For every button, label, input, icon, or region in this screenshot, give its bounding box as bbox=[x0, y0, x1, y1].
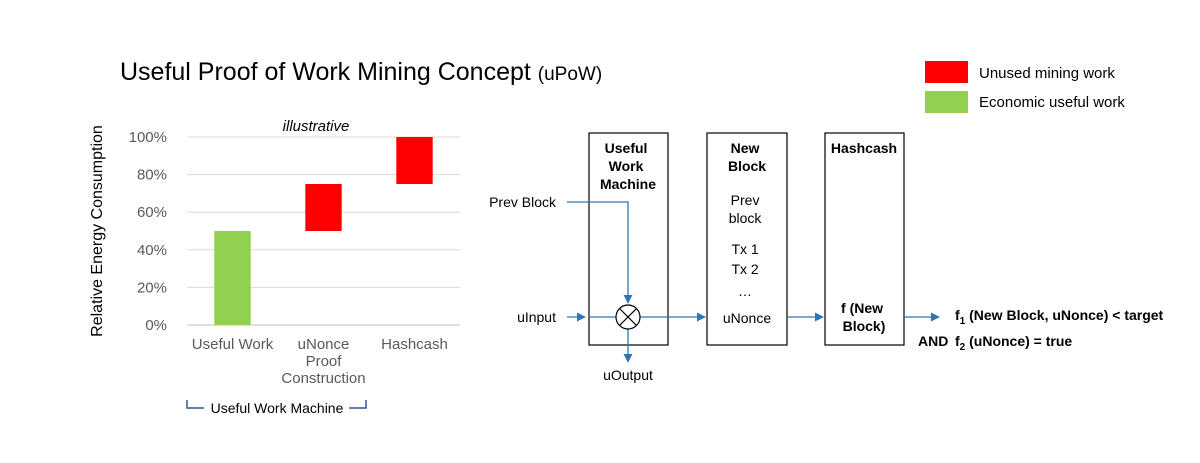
page-title: Useful Proof of Work Mining Concept (uPo… bbox=[120, 58, 602, 87]
hashcash-box bbox=[824, 132, 905, 346]
box1-line2: Work bbox=[609, 158, 644, 174]
cond2-and: AND bbox=[918, 333, 948, 349]
x-category-label: Useful Work bbox=[192, 336, 274, 353]
hashcash-function: f (New Block) bbox=[841, 300, 887, 334]
block-prev: Prev bbox=[731, 192, 760, 208]
block-tx1: Tx 1 bbox=[731, 241, 758, 257]
title-suffix: (uPoW) bbox=[537, 64, 603, 85]
y-tick-labels: 0% 20% 40% 60% 80% 100% bbox=[129, 129, 167, 334]
y-tick-label: 40% bbox=[137, 242, 167, 259]
y-tick-label: 60% bbox=[137, 204, 167, 221]
useful-work-machine-title: Useful Work Machine bbox=[600, 140, 656, 192]
condition-2: AND f2 (uNonce) = true bbox=[918, 333, 1072, 353]
block-ellipsis: … bbox=[738, 283, 752, 299]
y-tick-label: 20% bbox=[137, 279, 167, 296]
useful-work-bracket bbox=[186, 400, 367, 409]
box2-line1: New bbox=[731, 140, 760, 156]
bar bbox=[305, 184, 342, 231]
y-tick-label: 80% bbox=[137, 167, 167, 184]
hash-fn-line1: f (New bbox=[841, 300, 883, 316]
new-block-contents: Prev block Tx 1 Tx 2 … uNonce bbox=[723, 192, 771, 326]
title-main: Useful Proof of Work Mining Concept bbox=[120, 58, 531, 86]
x-category-label: Hashcash bbox=[381, 336, 448, 353]
hashcash-title: Hashcash bbox=[831, 140, 897, 156]
chart-subtitle: illustrative bbox=[283, 118, 350, 135]
bar bbox=[396, 137, 433, 184]
mining-flow-diagram: Useful Work Machine New Block Prev block… bbox=[489, 132, 1164, 383]
cond2-f: f bbox=[955, 333, 960, 349]
prev-block-path bbox=[567, 201, 633, 304]
legend: Unused mining work Economic useful work bbox=[925, 61, 1125, 113]
cond2-subscript: 2 bbox=[960, 342, 966, 353]
uinput-label: uInput bbox=[517, 309, 556, 325]
legend-label-useful: Economic useful work bbox=[979, 94, 1125, 111]
cond2-expression: (uNonce) = true bbox=[965, 333, 1072, 349]
box1-line3: Machine bbox=[600, 176, 656, 192]
block-tx2: Tx 2 bbox=[731, 261, 758, 277]
new-block-title: New Block bbox=[728, 140, 766, 174]
y-axis-label: Relative Energy Consumption bbox=[89, 125, 106, 337]
bar bbox=[214, 231, 251, 325]
y-tick-label: 0% bbox=[145, 317, 167, 334]
y-tick-label: 100% bbox=[129, 129, 167, 146]
hash-fn-line2: Block) bbox=[843, 318, 886, 334]
uoutput-label: uOutput bbox=[603, 367, 653, 383]
legend-label-unused: Unused mining work bbox=[979, 65, 1115, 82]
combine-operator-icon bbox=[615, 304, 641, 330]
prev-block-label: Prev Block bbox=[489, 194, 557, 210]
cond1-subscript: 1 bbox=[960, 316, 966, 327]
legend-swatch-unused bbox=[925, 61, 968, 83]
bracket-label: Useful Work Machine bbox=[211, 400, 344, 416]
energy-chart: illustrative 0% 20% 40% 60% 80% 100% Useful W… bbox=[89, 118, 460, 416]
block-block: block bbox=[729, 210, 763, 226]
bars bbox=[214, 137, 433, 325]
condition-1: f1 (New Block, uNonce) < target bbox=[955, 307, 1164, 327]
legend-swatch-useful bbox=[925, 91, 968, 113]
gridlines bbox=[187, 136, 460, 326]
box2-line2: Block bbox=[728, 158, 766, 174]
new-block-box bbox=[706, 132, 788, 346]
cond1-expression: (New Block, uNonce) < target bbox=[965, 307, 1163, 323]
cond1-f: f bbox=[955, 307, 960, 323]
box1-line1: Useful bbox=[605, 140, 648, 156]
block-unonce: uNonce bbox=[723, 310, 771, 326]
